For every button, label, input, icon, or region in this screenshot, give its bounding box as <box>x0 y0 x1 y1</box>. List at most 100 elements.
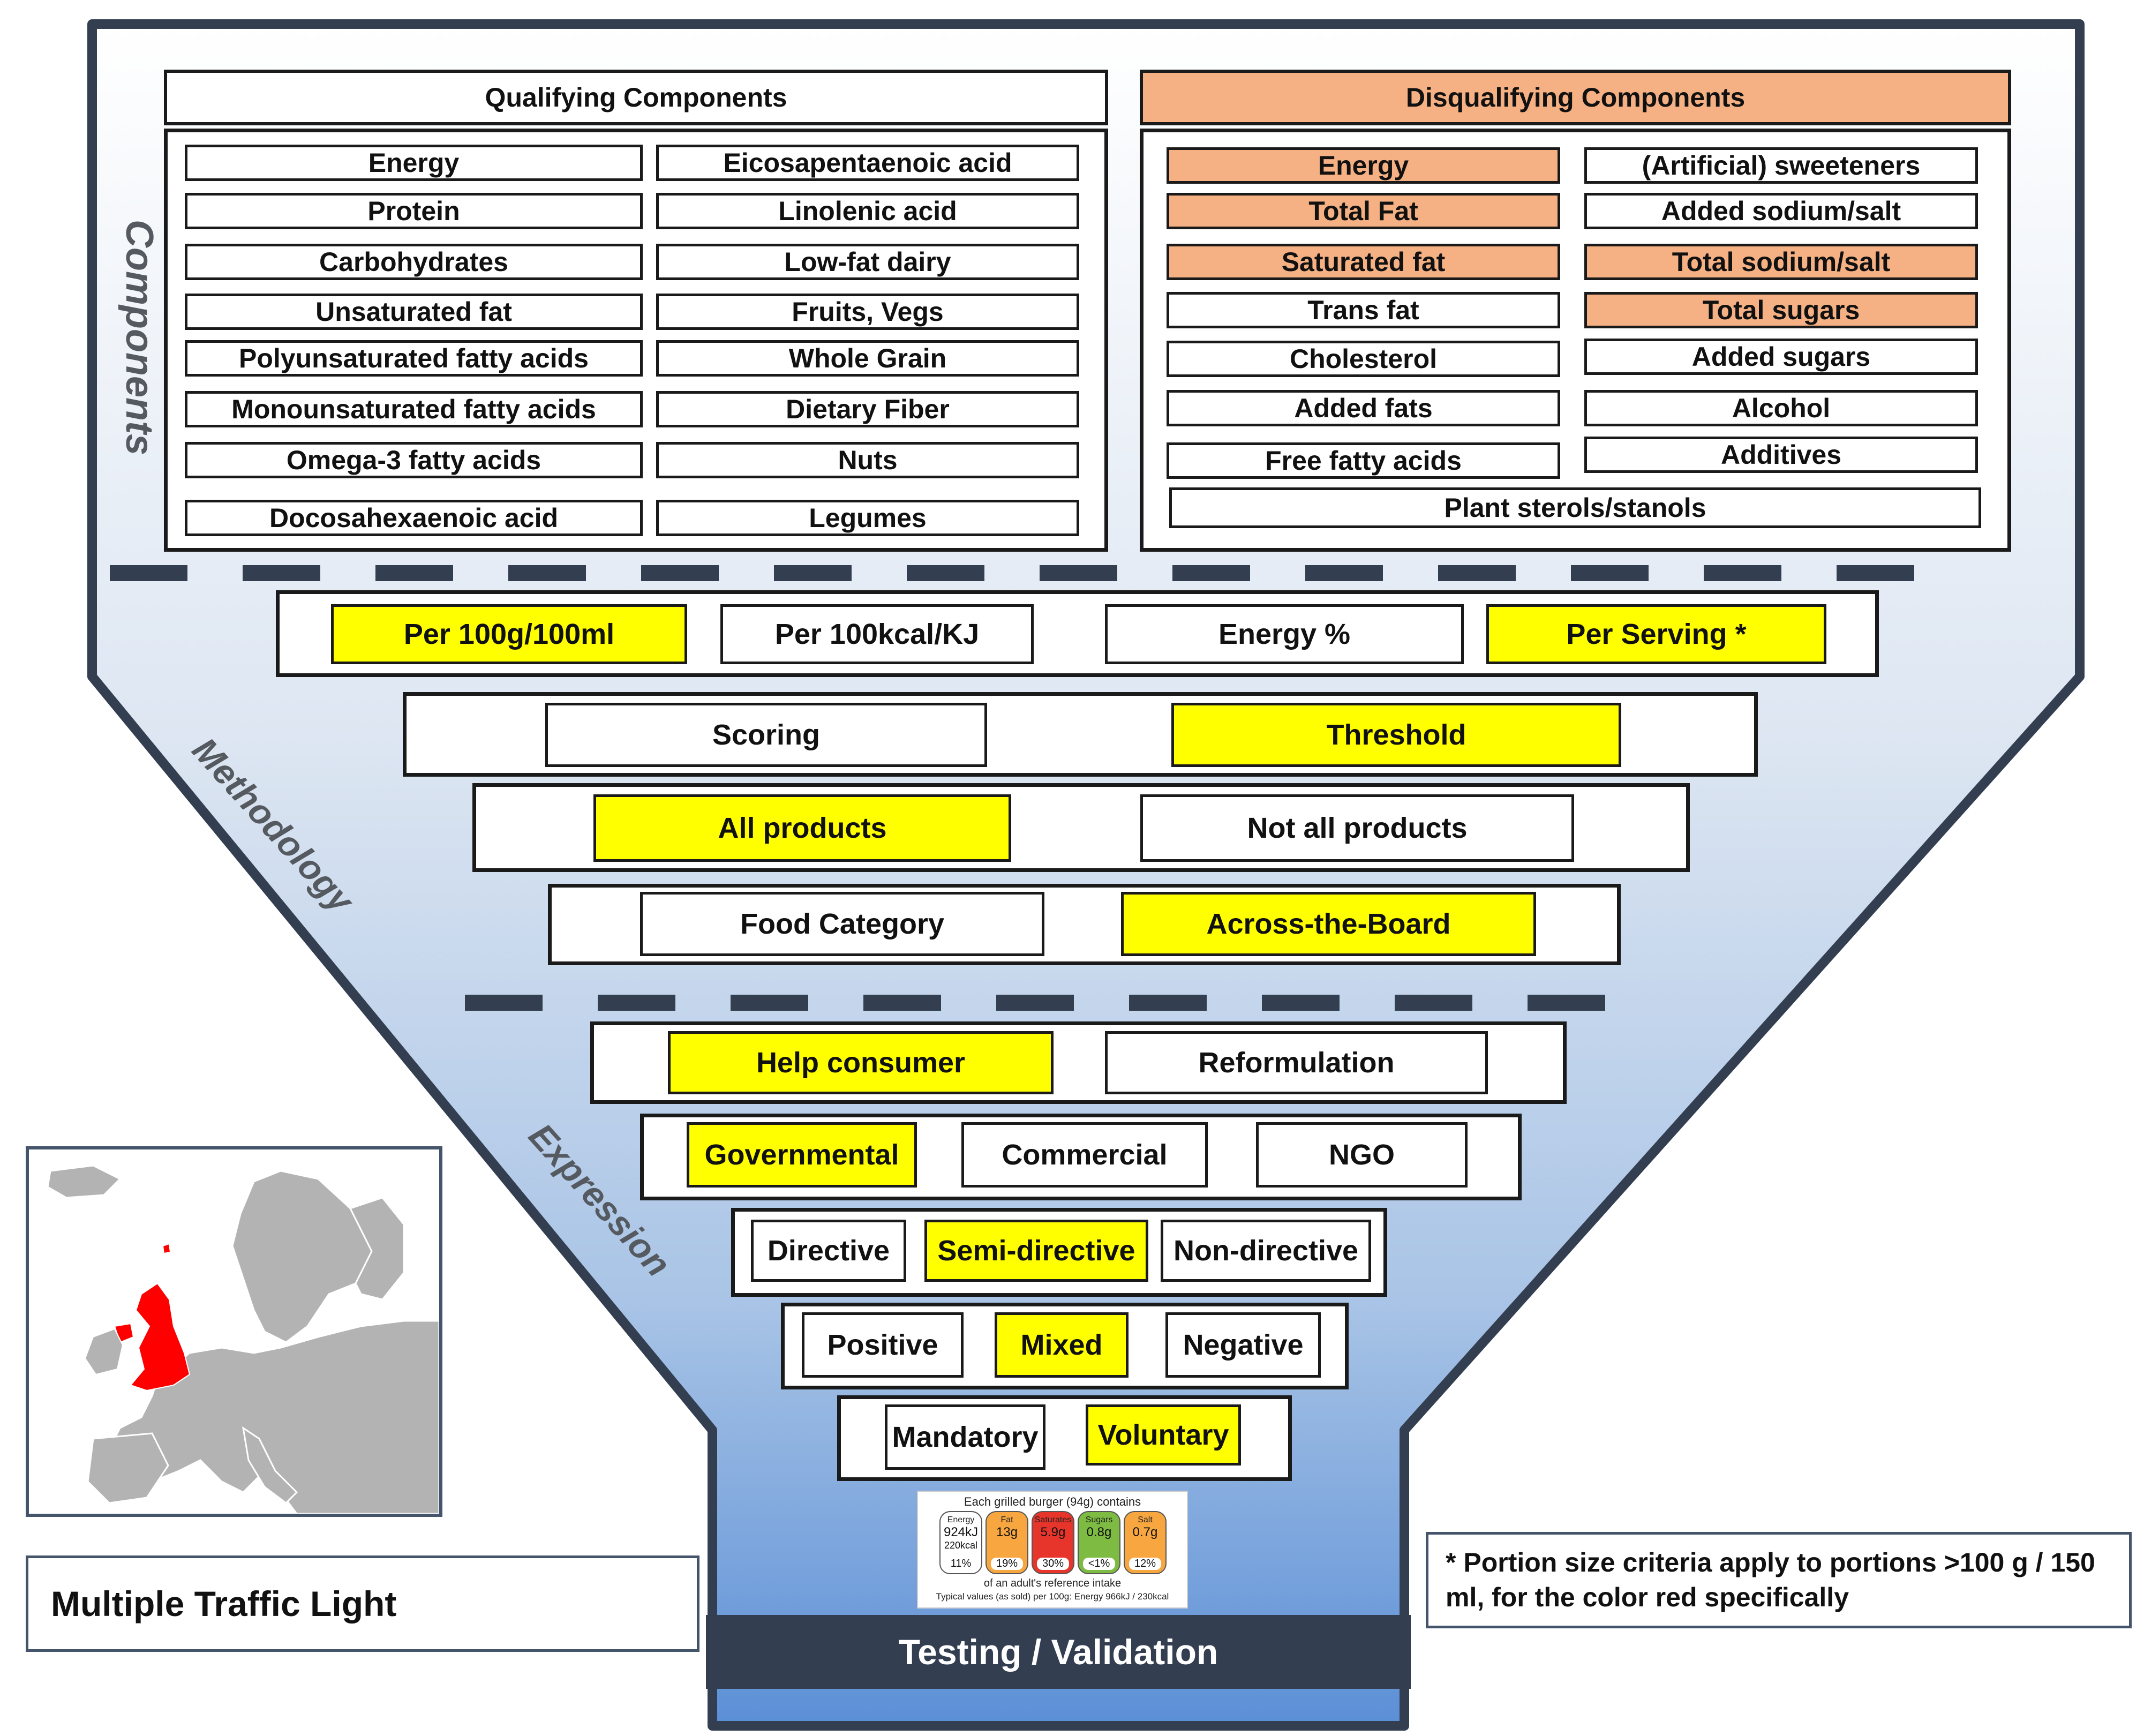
status-option: Voluntary <box>1086 1404 1241 1466</box>
framing-option: Negative <box>1165 1312 1321 1378</box>
divider-dash <box>110 565 187 581</box>
divider-dash <box>465 995 543 1011</box>
divider-dash <box>907 565 984 581</box>
europe-map <box>26 1146 442 1517</box>
disqualifying-item: Added fats <box>1167 390 1560 426</box>
divider-dash <box>863 995 941 1011</box>
label-nutrient-value: 13g <box>996 1525 1018 1539</box>
scheme-name: Multiple Traffic Light <box>51 1584 397 1624</box>
purpose-option: Help consumer <box>668 1031 1054 1094</box>
qualifying-item: Monounsaturated fatty acids <box>185 391 643 427</box>
disqualifying-item: Saturated fat <box>1167 244 1560 280</box>
label-nutrient-value-kcal: 220kcal <box>944 1540 978 1551</box>
scope-option: All products <box>593 794 1011 862</box>
divider-dash <box>1262 995 1340 1011</box>
divider-dash <box>1172 565 1250 581</box>
label-bottom-text: Typical values (as sold) per 100g: Energ… <box>936 1591 1169 1602</box>
label-nutrient-value: 0.7g <box>1132 1525 1158 1539</box>
label-nutrient-value: 5.9g <box>1040 1525 1066 1539</box>
map-united-kingdom <box>130 1282 191 1392</box>
scope-option: Not all products <box>1140 794 1574 862</box>
map-iberia <box>87 1432 169 1504</box>
reference-option: Per 100kcal/KJ <box>720 604 1034 664</box>
divider-dash <box>1395 995 1472 1011</box>
disqualifying-item: Total sodium/salt <box>1584 244 1978 280</box>
reference-option: Per Serving * <box>1486 604 1826 664</box>
label-nutrient-percent: 19% <box>991 1558 1023 1570</box>
divider-dash <box>1305 565 1383 581</box>
components-section-label: Components <box>118 220 161 455</box>
testing-validation-bar: Testing / Validation <box>706 1615 1411 1689</box>
disqualifying-item: Cholesterol <box>1167 341 1560 377</box>
qualifying-item: Carbohydrates <box>185 244 643 280</box>
divider-dash <box>1704 565 1781 581</box>
status-option: Mandatory <box>885 1404 1045 1470</box>
disqualifying-item: Energy <box>1167 147 1560 184</box>
label-nutrient-percent: 30% <box>1037 1558 1069 1570</box>
label-nutrient-value: 924kJ <box>943 1525 979 1539</box>
label-nutrient-name: Energy <box>947 1515 975 1524</box>
category-option: Food Category <box>640 892 1044 956</box>
divider-dash <box>731 995 808 1011</box>
divider-dash <box>1040 565 1117 581</box>
divider-dash <box>1528 995 1605 1011</box>
disqualifying-item: Additives <box>1584 437 1978 473</box>
qualifying-item: Linolenic acid <box>656 193 1079 229</box>
label-ri-text: of an adult's reference intake <box>983 1577 1122 1589</box>
disqualifying-item: Added sodium/salt <box>1584 193 1978 229</box>
qualifying-item: Nuts <box>656 442 1079 478</box>
disqualifying-item: Alcohol <box>1584 390 1978 426</box>
disqualifying-item: Total sugars <box>1584 292 1978 328</box>
qualifying-item: Energy <box>185 145 643 181</box>
type-option: Scoring <box>545 703 987 767</box>
label-nutrient-name: Saturates <box>1034 1515 1072 1524</box>
divider-dash <box>1571 565 1649 581</box>
qualifying-item: Low-fat dairy <box>656 244 1079 280</box>
reference-option: Energy % <box>1105 604 1464 664</box>
directiveness-option: Semi-directive <box>924 1220 1148 1282</box>
map-italy <box>242 1426 298 1504</box>
qualifying-item: Unsaturated fat <box>185 294 643 330</box>
divider-dash <box>375 565 453 581</box>
disqualifying-item: (Artificial) sweeteners <box>1584 147 1978 184</box>
framing-option: Mixed <box>995 1312 1129 1378</box>
reference-option: Per 100g/100ml <box>331 604 687 664</box>
map-scandinavia <box>231 1170 373 1343</box>
label-nutrient-name: Sugars <box>1085 1515 1113 1524</box>
qualifying-item: Polyunsaturated fatty acids <box>185 340 643 377</box>
divider-dash <box>508 565 586 581</box>
traffic-light-label-image: Each grilled burger (94g) contains Energ… <box>917 1491 1188 1609</box>
qualifying-item: Eicosapentaenoic acid <box>656 145 1079 181</box>
category-option: Across-the-Board <box>1121 892 1536 956</box>
directiveness-option: Non-directive <box>1161 1220 1371 1282</box>
label-nutrient-name: Salt <box>1138 1515 1153 1524</box>
map-finland <box>349 1197 405 1301</box>
disqualifying-item: Trans fat <box>1167 292 1560 328</box>
divider-dash <box>598 995 675 1011</box>
section-dividers <box>110 565 1914 1011</box>
footnote-box: * Portion size criteria apply to portion… <box>1426 1532 2132 1628</box>
divider-dash <box>774 565 852 581</box>
disqualifying-item: Added sugars <box>1584 339 1978 375</box>
owner-option: NGO <box>1256 1122 1468 1188</box>
qualifying-item: Omega-3 fatty acids <box>185 442 643 478</box>
divider-dash <box>243 565 320 581</box>
purpose-option: Reformulation <box>1105 1031 1488 1094</box>
qualifying-item: Docosahexaenoic acid <box>185 500 643 536</box>
scheme-name-box: Multiple Traffic Light <box>26 1555 699 1652</box>
qualifying-item: Whole Grain <box>656 340 1079 377</box>
divider-dash <box>1438 565 1516 581</box>
qualifying-item: Legumes <box>656 500 1079 536</box>
divider-dash <box>641 565 719 581</box>
divider-dash <box>996 995 1074 1011</box>
qualifying-item: Fruits, Vegs <box>656 294 1079 330</box>
divider-dash <box>1129 995 1207 1011</box>
footnote-text: * Portion size criteria apply to portion… <box>1446 1547 2095 1612</box>
qualifying-item: Protein <box>185 193 643 229</box>
label-nutrient-percent: <1% <box>1083 1558 1115 1570</box>
map-shetland <box>162 1243 171 1254</box>
divider-dash <box>1837 565 1914 581</box>
